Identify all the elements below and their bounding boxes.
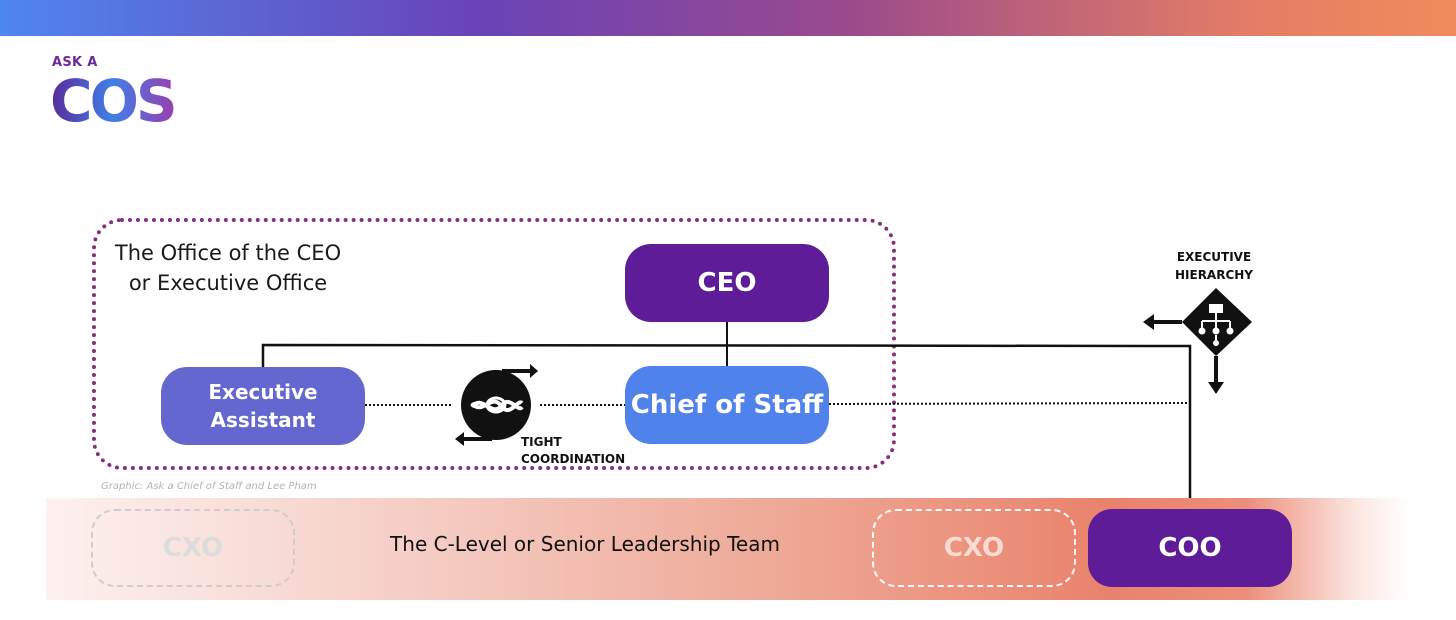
cxo-right-node[interactable]: CXO — [872, 509, 1076, 587]
top-gradient-bar — [0, 0, 1456, 36]
executive-office-boundary — [92, 218, 896, 470]
executive-assistant-node[interactable]: Executive Assistant — [161, 367, 365, 445]
tight-coordination-label: TIGHT COORDINATION — [521, 435, 626, 466]
tight-coordination-icon — [455, 364, 538, 446]
senior-leadership-title: The C-Level or Senior Leadership Team — [390, 532, 780, 556]
logo-wordmark-icon: COS — [50, 71, 178, 127]
cos-coo-dotted-line — [828, 402, 1189, 405]
logo-small-text: ASK A — [52, 55, 98, 70]
cxo-left-node[interactable]: CXO — [91, 509, 295, 587]
ea-label-line1: Executive — [208, 380, 318, 404]
hierarchy-label-line1: EXECUTIVE — [1176, 250, 1252, 264]
executive-hierarchy-label: EXECUTIVE HIERARCHY — [1166, 248, 1262, 284]
executive-hierarchy-icon — [1143, 288, 1252, 394]
office-title-line1: The Office of the CEO — [114, 241, 342, 265]
ea-label-line2: Assistant — [210, 408, 316, 432]
office-title-line2: or Executive Office — [128, 271, 328, 295]
executive-office-title: The Office of the CEO or Executive Offic… — [108, 238, 348, 298]
chief-of-staff-node[interactable]: Chief of Staff — [625, 366, 829, 444]
ceo-node[interactable]: CEO — [625, 244, 829, 322]
ask-a-cos-logo[interactable]: ASK A COS — [50, 55, 195, 127]
hierarchy-line — [261, 343, 1192, 509]
svg-text:COS: COS — [50, 71, 175, 127]
hierarchy-label-line2: HIERARCHY — [1174, 268, 1253, 282]
coo-node[interactable]: COO — [1088, 509, 1292, 587]
graphic-credit: Graphic: Ask a Chief of Staff and Lee Ph… — [101, 481, 317, 492]
